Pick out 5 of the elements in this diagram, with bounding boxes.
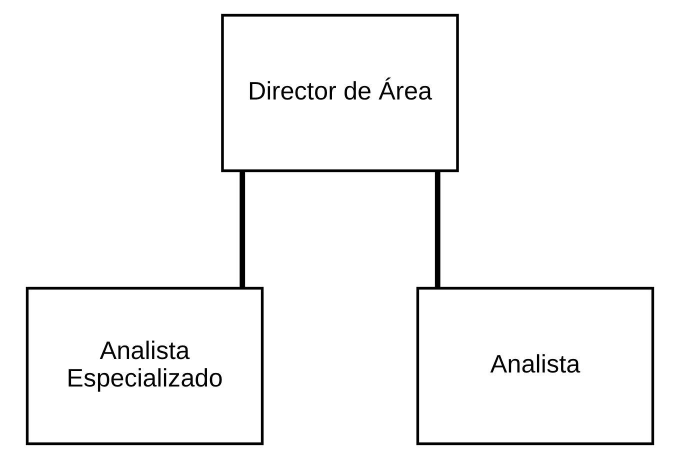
node-box: Analista Especializado [26,286,264,446]
node-box: Director de Área [221,14,459,172]
connector [434,171,440,288]
connector [240,171,246,288]
node-box: Analista [416,286,654,446]
